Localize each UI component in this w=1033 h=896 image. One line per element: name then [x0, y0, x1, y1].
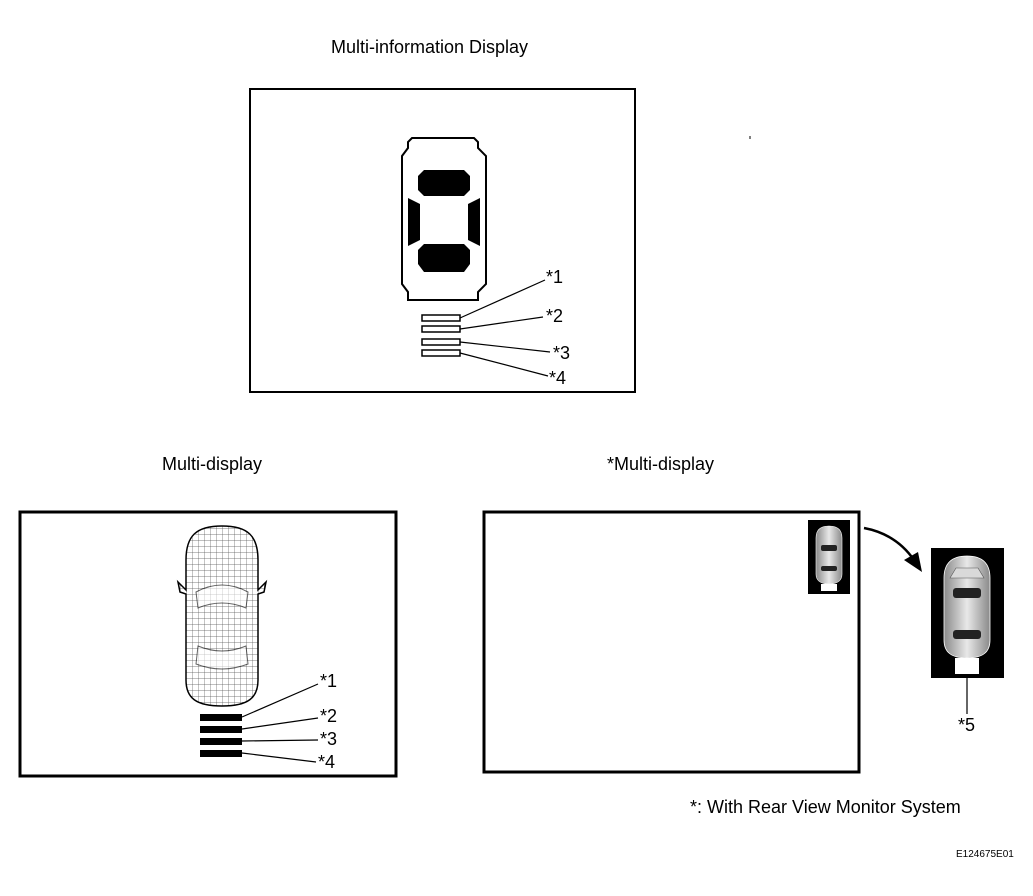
mid-leader-4	[459, 352, 549, 377]
top-panel-title: Multi-information Display	[331, 37, 529, 57]
top-callout-1: *1	[546, 267, 564, 287]
mid-leader-3	[459, 341, 551, 353]
mid-segment-4	[421, 349, 461, 357]
right-callout-5: *5	[958, 715, 976, 735]
figure-id: E124675E01	[956, 849, 1014, 860]
mid-segment-1	[421, 314, 461, 322]
mid-leader-1	[459, 279, 546, 319]
right-panel-title: *Multi-display	[607, 454, 715, 474]
mid-segment-3	[421, 338, 461, 346]
wireframe-car-rear-window	[195, 645, 249, 670]
mid-car-side-right	[468, 198, 480, 246]
left-panel-title: Multi-display	[162, 454, 263, 474]
wireframe-car-windshield	[195, 584, 249, 609]
right-display-frame	[482, 510, 861, 774]
left-callout-1: *1	[320, 671, 338, 691]
left-callout-4: *4	[318, 752, 336, 772]
left-leader-1	[241, 683, 319, 718]
left-leader-4	[241, 752, 317, 763]
left-callout-2: *2	[320, 706, 338, 726]
mid-segment-2	[421, 325, 461, 333]
zoom-arrow-icon	[863, 526, 916, 561]
footnote: *: With Rear View Monitor System	[690, 797, 961, 817]
mid-car-roof-front	[418, 170, 470, 196]
left-segment-2	[200, 726, 242, 733]
left-callout-3: *3	[320, 729, 338, 749]
left-display-frame	[18, 510, 398, 778]
top-callout-3: *3	[553, 343, 571, 363]
top-callout-4: *4	[549, 368, 567, 388]
top-display-frame	[249, 88, 636, 393]
mid-car-side-left	[408, 198, 420, 246]
left-leader-3	[241, 739, 319, 742]
small-inset-icon	[808, 520, 850, 594]
left-leader-2	[241, 717, 319, 730]
mid-leader-2	[459, 316, 544, 330]
left-segment-1	[200, 714, 242, 721]
large-inset-icon	[931, 548, 1004, 678]
left-segment-4	[200, 750, 242, 757]
left-segment-3	[200, 738, 242, 745]
mid-car-roof-rear	[418, 244, 470, 272]
wireframe-car-icon	[176, 525, 268, 707]
zoom-arrow-head	[904, 552, 922, 572]
top-callout-2: *2	[546, 306, 564, 326]
